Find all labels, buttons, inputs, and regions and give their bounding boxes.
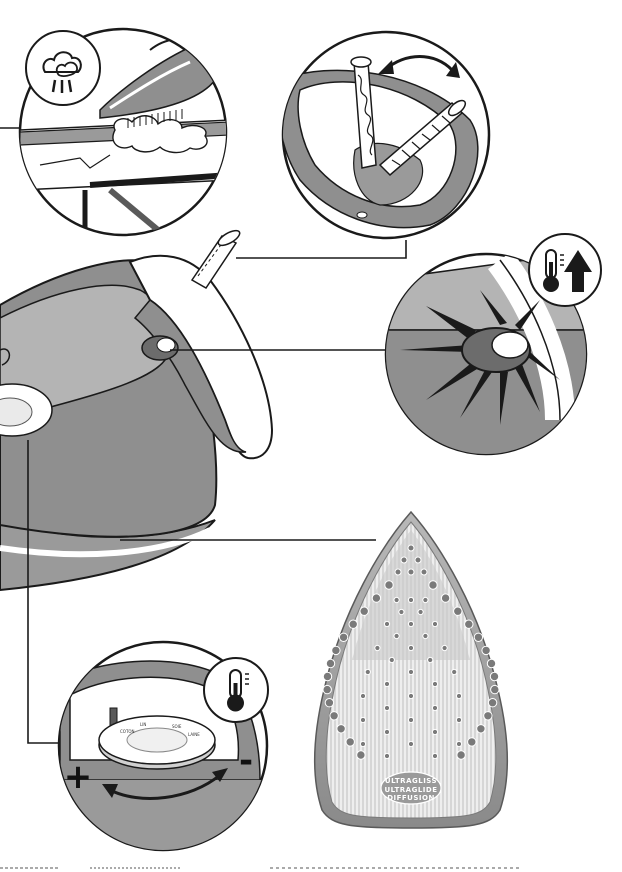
steam-hole	[442, 645, 447, 650]
steam-hole	[421, 569, 427, 575]
leader-cord	[236, 240, 406, 258]
thermometer-icon	[204, 658, 268, 722]
steam-hole	[432, 729, 437, 734]
dial-label-b: LIN	[140, 722, 146, 727]
steam-hole	[408, 569, 414, 575]
steam-hole	[491, 685, 499, 693]
cord-guard	[192, 228, 242, 288]
steam-hole	[456, 741, 461, 746]
steam-hole	[408, 717, 413, 722]
steam-hole	[401, 557, 407, 563]
steam-hole	[399, 609, 404, 614]
circle-dial-detail: COTON LIN SOIE LAINE + -	[59, 642, 270, 860]
circle-steam-detail	[20, 29, 230, 240]
steam-hole	[408, 545, 414, 551]
steam-hole	[432, 681, 437, 686]
steam-hole	[389, 657, 394, 662]
steam-hole	[465, 620, 473, 628]
steam-hole	[325, 699, 333, 707]
steam-hole	[432, 753, 437, 758]
circle-pilot-light-detail	[380, 234, 601, 460]
soleplate-brand-badge: ULTRAGLISS ULTRAGLIDE DIFFUSION	[381, 772, 441, 804]
steam-hole	[330, 712, 338, 720]
steam-hole	[394, 597, 399, 602]
thermometer-up-icon	[529, 234, 601, 306]
steam-hole	[349, 620, 357, 628]
steam-hole	[372, 594, 380, 602]
steam-hole	[332, 646, 340, 654]
steam-hole	[357, 751, 365, 759]
steam-hole	[452, 669, 457, 674]
steam-hole	[408, 645, 413, 650]
steam-hole	[487, 659, 495, 667]
steam-hole	[432, 621, 437, 626]
steam-hole	[395, 569, 401, 575]
decrease-sign: -	[239, 741, 253, 781]
steam-hole	[360, 693, 365, 698]
steam-hole	[326, 659, 334, 667]
steam-hole	[360, 717, 365, 722]
steam-hole	[456, 717, 461, 722]
steam-hole	[323, 685, 331, 693]
steam-hole	[360, 741, 365, 746]
steam-hole	[429, 581, 437, 589]
steam-hole	[418, 609, 423, 614]
brand-line-1: ULTRAGLISS	[385, 777, 437, 785]
steam-hole	[423, 597, 428, 602]
steam-hole	[384, 705, 389, 710]
steam-hole	[488, 699, 496, 707]
steam-hole	[454, 607, 462, 615]
steam-hole	[365, 669, 370, 674]
steam-hole	[408, 693, 413, 698]
brand-line-2: ULTRAGLIDE	[385, 786, 438, 794]
steam-hole	[394, 633, 399, 638]
steam-hole	[375, 645, 380, 650]
dial-label-c: SOIE	[172, 724, 182, 729]
steam-hole	[385, 581, 393, 589]
steam-hole	[346, 738, 354, 746]
dial-label-a: COTON	[120, 729, 135, 734]
steam-hole	[408, 741, 413, 746]
steam-hole	[323, 672, 331, 680]
dial-label-d: LAINE	[188, 732, 200, 737]
steam-hole	[477, 725, 485, 733]
steam-hole	[408, 669, 413, 674]
steam-hole	[337, 725, 345, 733]
soleplate-view: ULTRAGLISS ULTRAGLIDE DIFFUSION	[315, 512, 508, 828]
increase-sign: +	[64, 757, 93, 797]
steam-hole	[415, 557, 421, 563]
steam-hole	[484, 712, 492, 720]
steam-hole	[384, 681, 389, 686]
steam-hole	[384, 753, 389, 758]
steam-icon	[26, 31, 100, 105]
iron-body	[0, 228, 272, 590]
steam-hole	[384, 621, 389, 626]
steam-hole	[441, 594, 449, 602]
steam-hole	[423, 633, 428, 638]
circle-cord-detail	[278, 32, 489, 238]
steam-hole	[468, 738, 476, 746]
steam-hole	[474, 633, 482, 641]
steam-hole	[384, 729, 389, 734]
steam-hole	[408, 597, 413, 602]
steam-hole	[482, 646, 490, 654]
steam-hole	[456, 693, 461, 698]
brand-line-3: DIFFUSION	[387, 794, 435, 802]
steam-hole	[428, 657, 433, 662]
steam-hole	[408, 621, 413, 626]
steam-hole	[339, 633, 347, 641]
steam-hole	[432, 705, 437, 710]
steam-hole	[360, 607, 368, 615]
steam-hole	[490, 672, 498, 680]
steam-hole	[457, 751, 465, 759]
